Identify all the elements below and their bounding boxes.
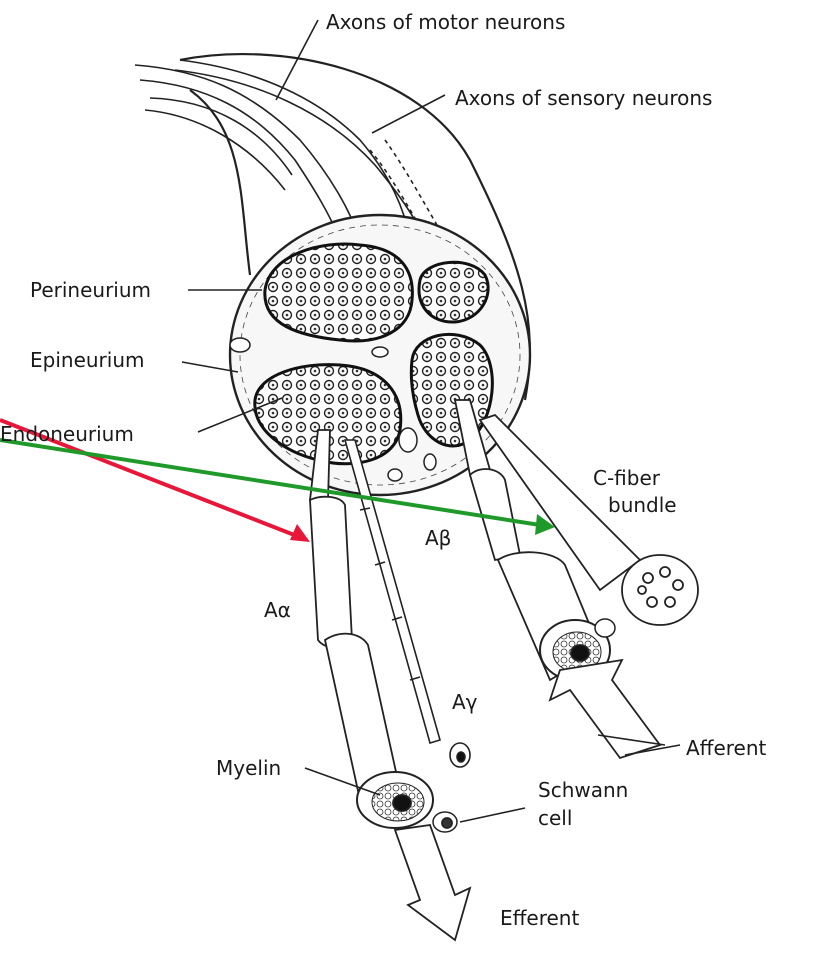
label-myelin: Myelin [216, 756, 281, 780]
label-schwann-line1: Schwann [538, 778, 628, 802]
label-c-fiber-line2: bundle [608, 493, 677, 517]
label-efferent: Efferent [500, 906, 579, 930]
label-a-alpha: Aα [264, 598, 291, 622]
fascicle-right [411, 334, 492, 446]
label-endoneurium: Endoneurium [0, 422, 134, 446]
label-perineurium: Perineurium [30, 278, 151, 302]
fascicle-upper-right [419, 262, 488, 322]
label-axons-sensory: Axons of sensory neurons [455, 86, 712, 110]
label-axons-motor: Axons of motor neurons [326, 10, 565, 34]
label-a-gamma: Aγ [452, 690, 478, 714]
afferent-arrow [550, 660, 660, 758]
label-a-beta: Aβ [425, 526, 451, 550]
label-c-fiber-line1: C-fiber [593, 466, 660, 490]
efferent-arrow [395, 825, 470, 940]
fascicle-upper-left [265, 244, 413, 341]
label-afferent: Afferent [686, 736, 766, 760]
label-schwann-line2: cell [538, 806, 572, 830]
label-epineurium: Epineurium [30, 348, 144, 372]
